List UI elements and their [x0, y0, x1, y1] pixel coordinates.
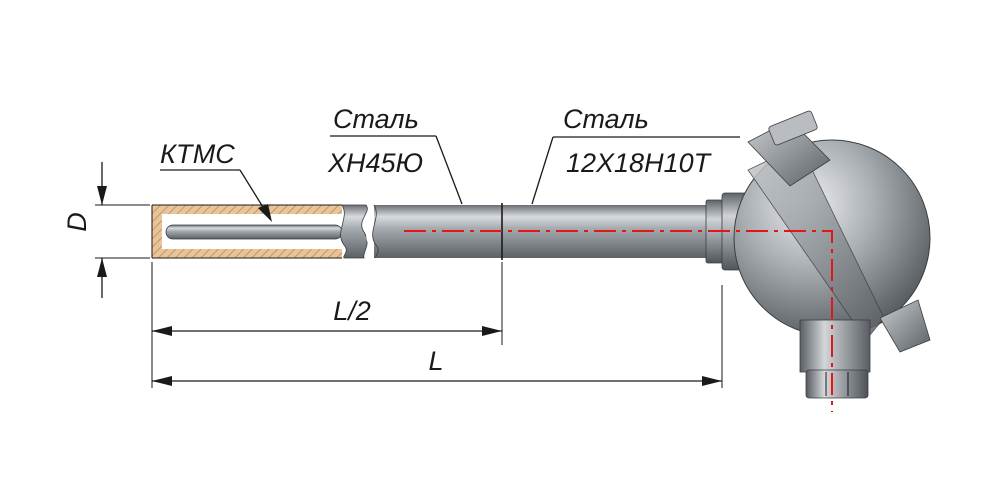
callout-tip-steel-grade: ХН45Ю: [327, 148, 423, 178]
callout-tip-steel: Сталь ХН45Ю: [327, 104, 463, 205]
callout-tube-steel-word: Сталь: [563, 104, 649, 134]
center-axis: [404, 230, 833, 412]
callout-ktms-label: КТМС: [160, 139, 235, 169]
half-length-dimension: L/2: [151, 262, 503, 388]
lid-latch: [879, 299, 931, 353]
callout-tube-steel-grade: 12Х18Н10Т: [566, 148, 713, 178]
sheath-wall-top: [152, 205, 342, 214]
hinge-cap: [768, 110, 818, 146]
probe-tip-section: [151, 203, 502, 260]
sheath-end-cap: [152, 205, 162, 258]
cable-neck: [799, 319, 871, 373]
sheath-wall-bottom: [152, 249, 342, 258]
gland-nut: [805, 369, 869, 399]
diameter-label: D: [62, 212, 92, 232]
half-length-label: L/2: [333, 296, 371, 326]
connection-head: [705, 110, 931, 399]
callout-ktms: КТМС: [160, 139, 272, 222]
diameter-dimension: D: [62, 162, 150, 298]
length-dimension: L: [152, 285, 723, 388]
callout-tube-steel: Сталь 12Х18Н10Т: [531, 104, 740, 205]
length-label: L: [428, 346, 443, 376]
cable-ktms: [165, 224, 343, 240]
callout-tip-steel-word: Сталь: [333, 104, 419, 134]
break-lines: [340, 204, 368, 259]
